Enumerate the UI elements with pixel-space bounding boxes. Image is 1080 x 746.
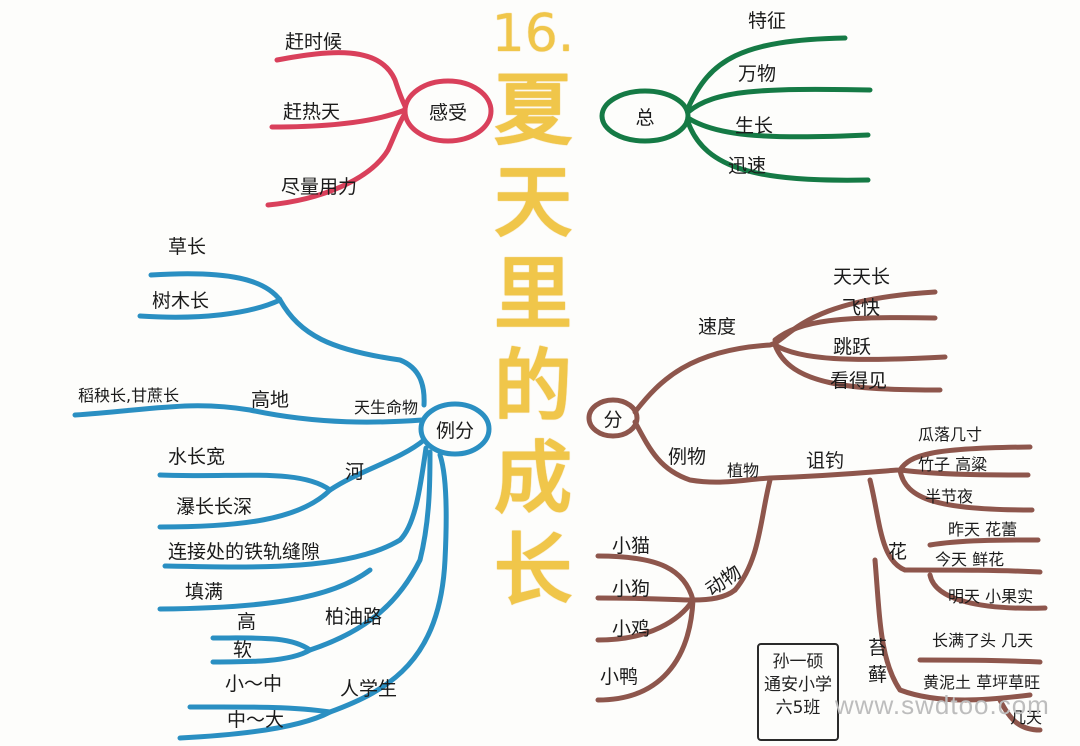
title-char-1: 夏 — [493, 65, 572, 156]
divide-animal-item-4: 小鸭 — [600, 666, 639, 688]
examples-highland-detail: 稻秧长,甘蔗长 — [78, 386, 180, 405]
divide-flower-item-1: 昨天 花蕾 — [948, 520, 1018, 539]
title-char-6: 长 — [493, 525, 572, 616]
summary-item-3: 生长 — [735, 115, 774, 137]
divide-speed: 速度 — [698, 316, 737, 338]
author-school: 通安小学 — [764, 674, 832, 695]
feel-item-1: 赶时候 — [285, 31, 343, 53]
summary-item-1: 特征 — [748, 10, 787, 32]
examples-student: 人学生 — [340, 678, 398, 700]
examples-river-item-1: 水长宽 — [168, 446, 226, 468]
examples-highland: 高地 — [251, 389, 290, 411]
divide-flower-item-3: 明天 小果实 — [948, 587, 1034, 606]
summary-center: 总 — [635, 106, 655, 129]
examples-road: 柏油路 — [325, 606, 383, 628]
divide-flower: 花 — [888, 541, 908, 563]
divide-animal-item-1: 小猫 — [612, 535, 651, 557]
examples-river: 河 — [345, 461, 365, 483]
divide-center: 分 — [603, 408, 623, 431]
divide-moss-item-1: 长满了头 几天 — [932, 631, 1034, 650]
examples-rail-detail: 填满 — [185, 581, 224, 603]
divide-animal-item-2: 小狗 — [612, 578, 651, 600]
examples-student-item-1: 小～中 — [225, 673, 283, 695]
divide-speed-item-4: 看得见 — [830, 370, 888, 392]
divide-bamboo: 诅钓 — [806, 450, 845, 472]
divide-moss: 苔藓 — [868, 637, 888, 686]
divide-bamboo-item-1: 瓜落几寸 — [918, 425, 983, 444]
title-number: 16. — [491, 4, 575, 64]
divide-animal-item-3: 小鸡 — [612, 618, 651, 640]
examples-sub-trees: 树木长 — [152, 290, 210, 312]
divide-bamboo-item-2: 竹子 高粱 — [918, 455, 988, 474]
examples-rail: 连接处的铁轨缝隙 — [168, 541, 321, 563]
examples-student-item-2: 中～大 — [227, 709, 285, 731]
divide-moss-item-3: 几天 — [1010, 708, 1043, 727]
divide-flower-item-2: 今天 鲜花 — [935, 550, 1005, 569]
examples-road-item-1: 高 — [237, 611, 257, 633]
main-title: 16. 夏 天 里 的 成 长 — [478, 8, 588, 610]
title-char-2: 天 — [493, 157, 572, 248]
divide-speed-item-1: 天天长 — [833, 266, 891, 288]
examples-sub-grass: 草长 — [168, 236, 207, 258]
summary-branches — [599, 35, 873, 183]
feel-center: 感受 — [428, 101, 467, 124]
examples-road-item-2: 软 — [233, 639, 253, 661]
divide-speed-item-2: 飞快 — [842, 297, 881, 319]
examples-center: 例分 — [435, 419, 474, 442]
divide-examples: 例物 — [668, 446, 707, 468]
feel-item-3: 尽量用力 — [281, 176, 358, 198]
summary-item-4: 迅速 — [728, 155, 767, 177]
author-class: 六5班 — [775, 697, 821, 718]
feel-item-2: 赶热天 — [283, 101, 341, 123]
divide-plant: 植物 — [727, 461, 760, 480]
author-signature: 孙一硕 通安小学 六5班 — [757, 643, 839, 741]
author-name: 孙一硕 — [772, 652, 824, 672]
divide-branches — [586, 289, 1048, 733]
summary-item-2: 万物 — [738, 63, 777, 85]
watermark: www.swdtoo.com — [835, 690, 1050, 720]
title-char-4: 的 — [493, 341, 572, 432]
feel-branches — [265, 50, 494, 208]
examples-river-item-2: 瀑长长深 — [176, 496, 253, 518]
divide-bamboo-item-3: 半节夜 — [925, 487, 974, 506]
divide-speed-item-3: 跳跃 — [833, 336, 872, 358]
examples-things: 天生命物 — [354, 398, 419, 417]
divide-moss-item-2: 黄泥土 草坪草旺 — [923, 673, 1041, 692]
title-char-5: 成 — [493, 433, 572, 524]
title-char-3: 里 — [493, 249, 572, 340]
examples-branches — [72, 271, 492, 741]
